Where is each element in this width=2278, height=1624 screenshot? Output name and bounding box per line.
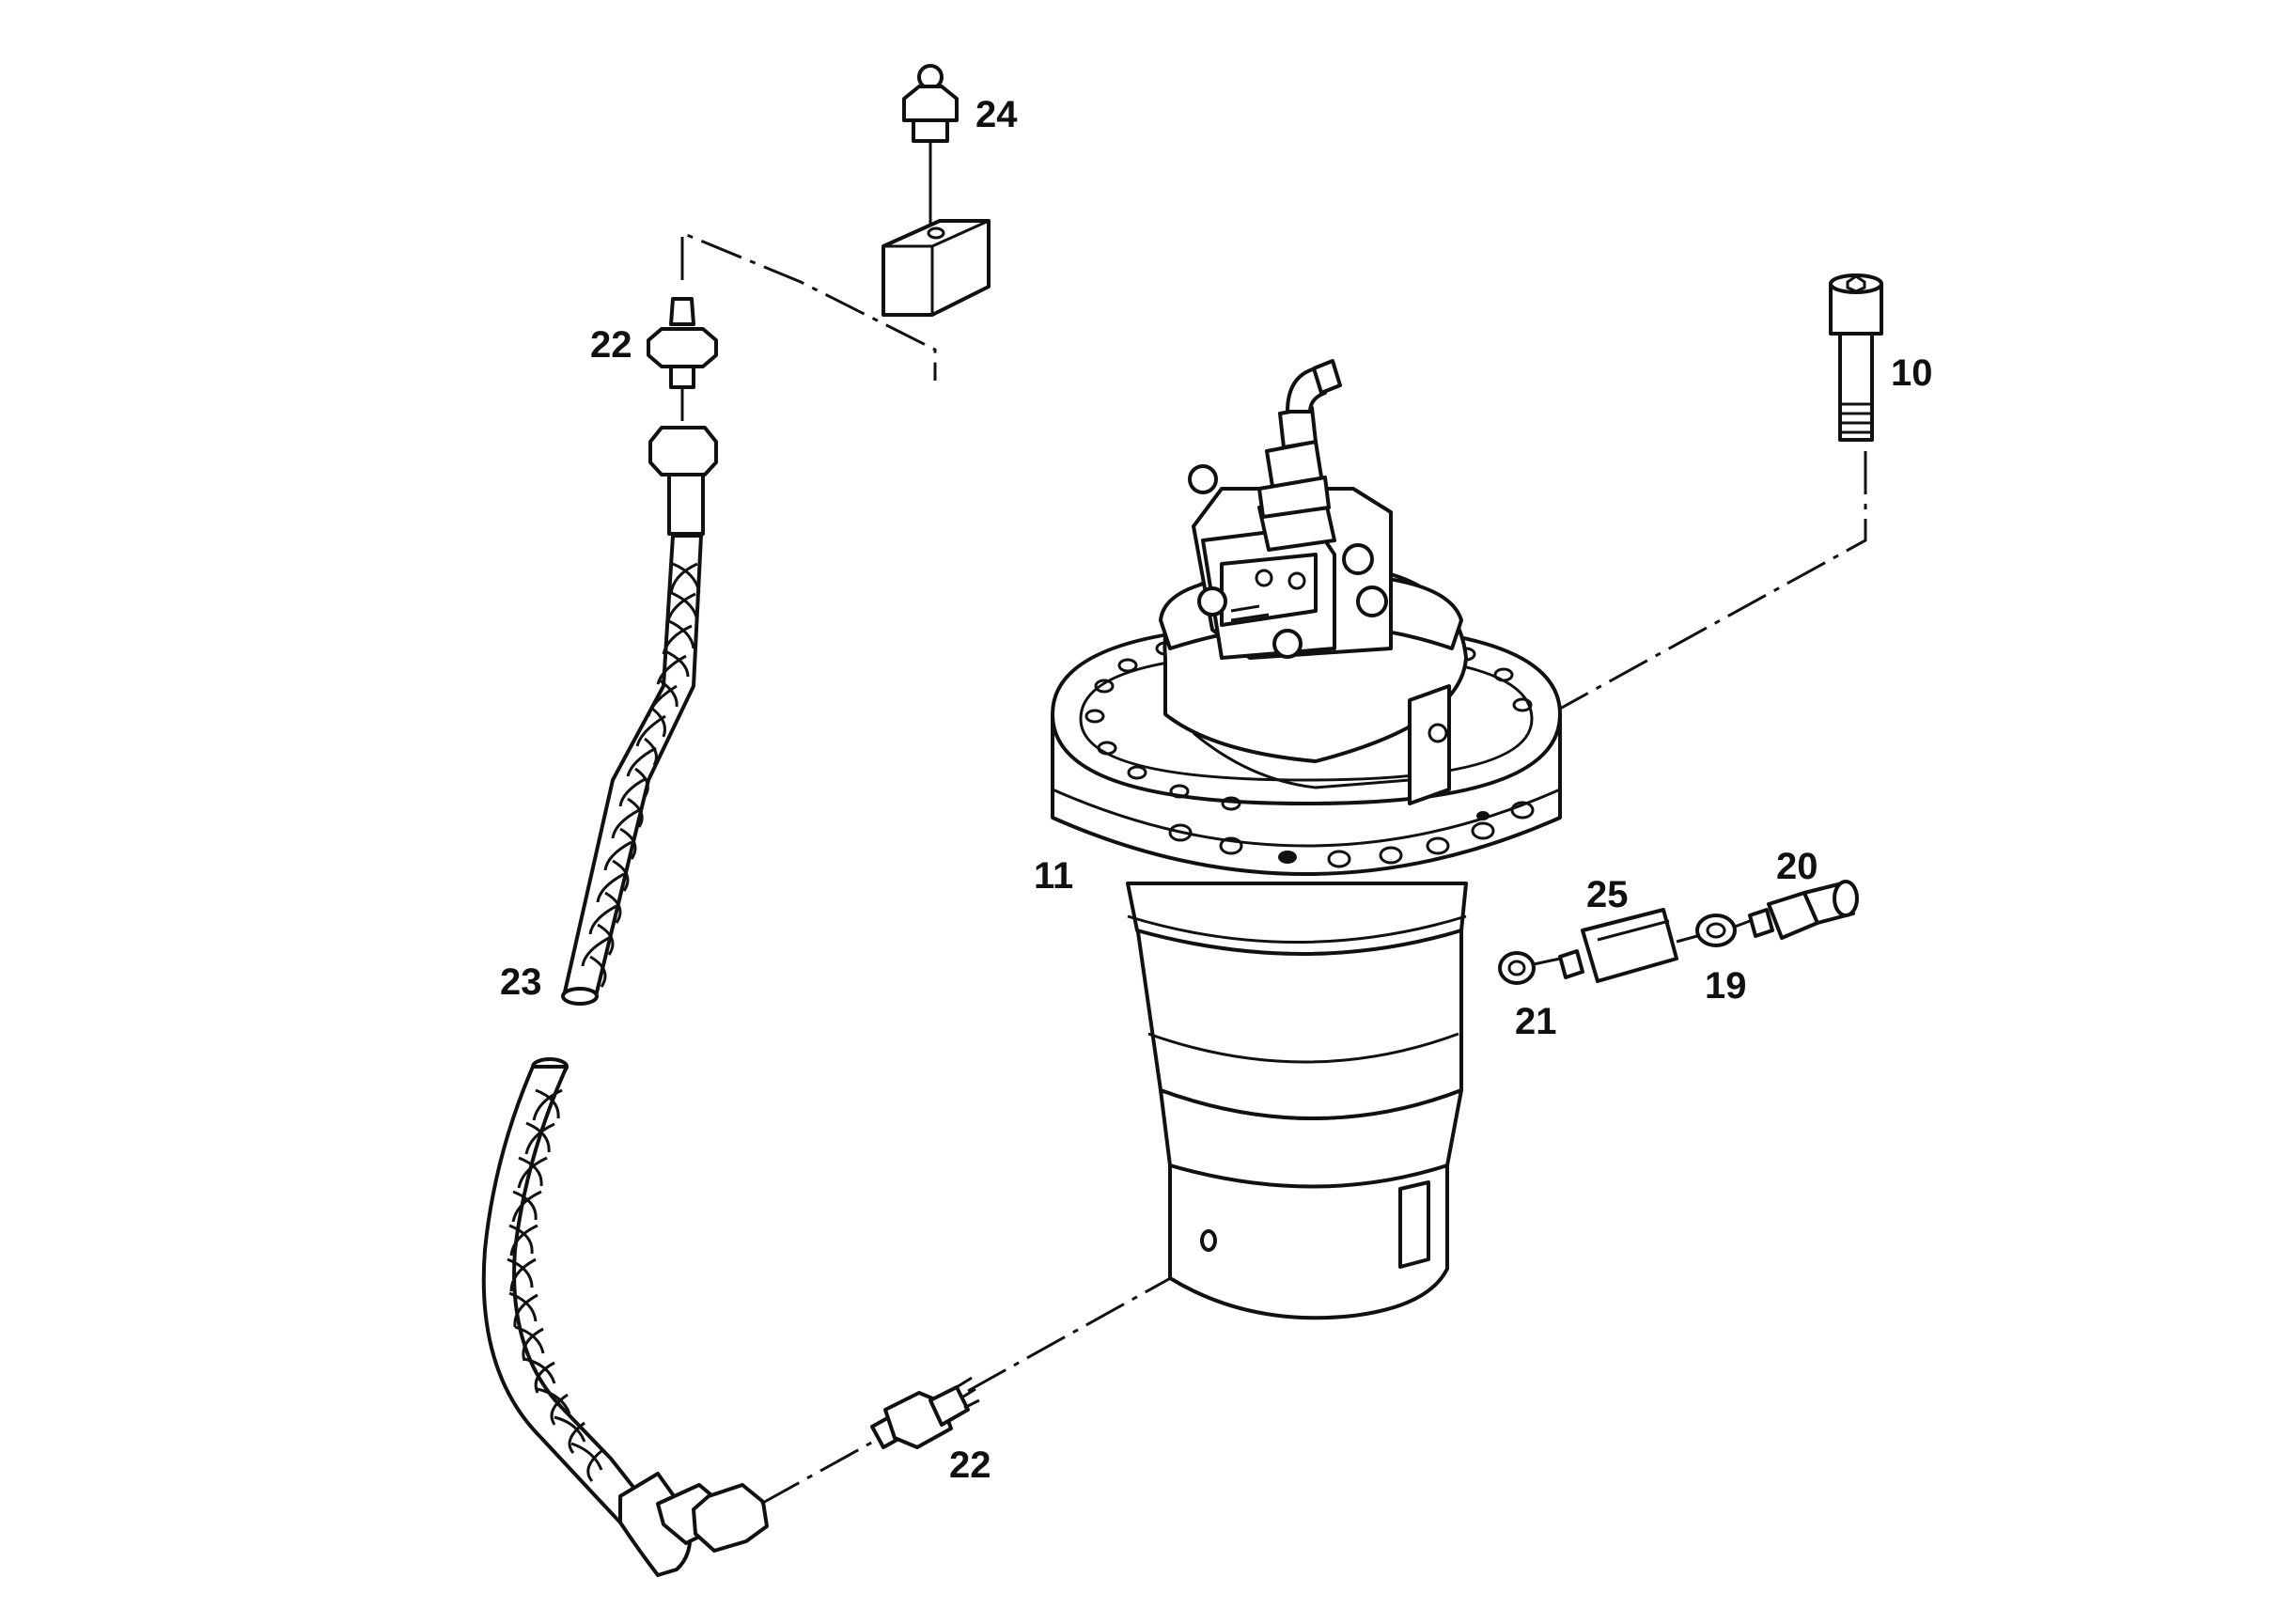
connection-line-top: [680, 230, 937, 381]
callout-19: 19: [1705, 965, 1747, 1007]
valve-elbow-fitting: [1257, 359, 1342, 519]
callout-10: 10: [1891, 352, 1933, 394]
callout-labels: 24 22 10 11 25 20 21 19 23 22: [500, 94, 1933, 1486]
part-21-washer: [1498, 951, 1536, 985]
callout-21: 21: [1515, 1001, 1557, 1042]
callout-24: 24: [975, 94, 1018, 135]
valve-block: [1188, 464, 1393, 660]
part-25-adapter: [1558, 908, 1678, 983]
rim-bolt-holes: [1168, 801, 1535, 868]
part-20-sensor-plug: [1748, 880, 1859, 940]
part-11-travel-motor: [1051, 359, 1562, 1320]
connection-line-screw: [1484, 451, 1867, 752]
callout-23: 23: [500, 961, 542, 1003]
sensor-axis-line: [1533, 919, 1751, 966]
part-10-cap-screw: [1829, 273, 1883, 442]
callout-20: 20: [1776, 846, 1818, 887]
callout-11: 11: [1034, 855, 1073, 897]
part-22-bottom-fitting: [870, 1376, 980, 1449]
part-19-washer: [1695, 914, 1737, 947]
part-23-hose-upper: [561, 426, 718, 1006]
callout-22-top: 22: [590, 324, 632, 366]
part-24-grease-nipple: [902, 64, 959, 224]
connection-line-bottom: [760, 1256, 1209, 1506]
part-22-top-fitting: [647, 297, 718, 421]
part-23-hose-lower: [481, 1057, 769, 1577]
callout-22-bottom: 22: [949, 1444, 991, 1486]
mounting-block: [882, 219, 991, 317]
callout-25: 25: [1586, 874, 1629, 915]
